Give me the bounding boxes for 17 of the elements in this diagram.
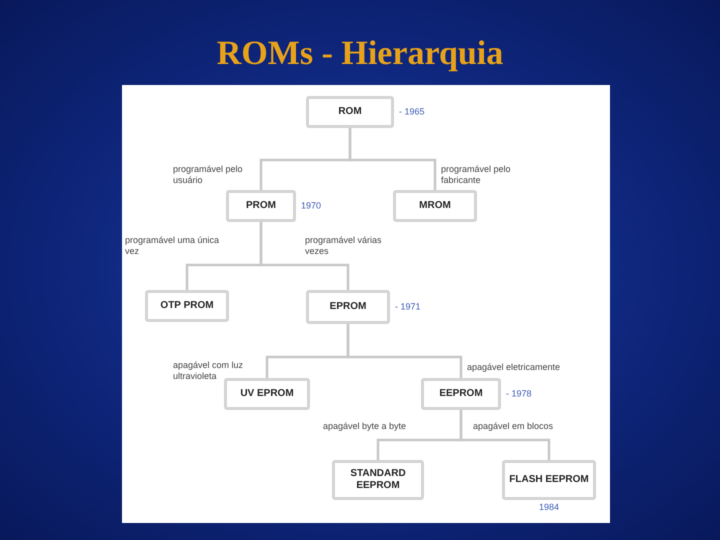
connector-line	[460, 410, 550, 460]
year-label: 1970	[301, 199, 322, 212]
year-label: 1984	[538, 501, 560, 514]
edge-label: apagável eletricamente	[466, 362, 562, 373]
memory-type-box: UV EPROM	[224, 378, 310, 410]
memory-type-box: MROM	[393, 190, 477, 222]
edge-label: apagável byte a byte	[322, 421, 408, 432]
connector-line	[260, 222, 350, 290]
year-label: - 1971	[395, 300, 421, 314]
year-label: - 1965	[399, 105, 425, 118]
slide-title: ROMs - Hierarquia	[216, 34, 504, 74]
connector-line	[348, 128, 436, 190]
connector-line	[346, 324, 462, 378]
memory-type-box: OTP PROM	[145, 290, 229, 322]
year-label: - 1978	[506, 387, 532, 400]
edge-label: apagável em blocos	[472, 421, 554, 432]
memory-type-box: STANDARD EEPROM	[332, 460, 424, 500]
